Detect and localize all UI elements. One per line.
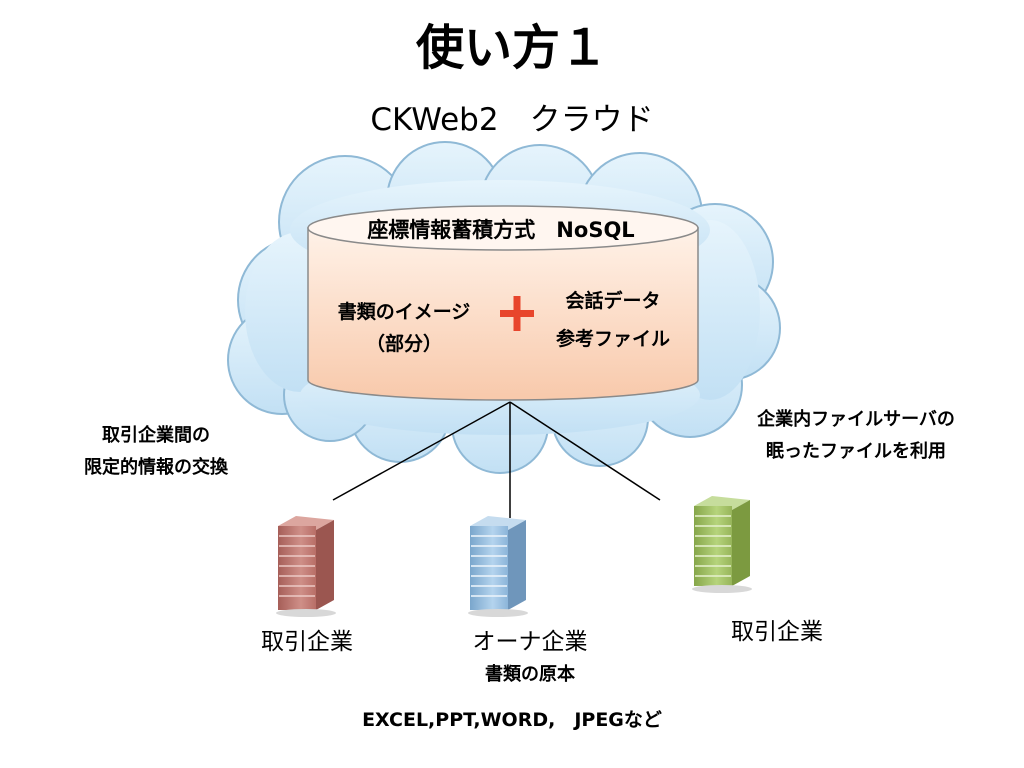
company-left-label: 取引企業 <box>261 629 353 655</box>
line-to-left-company <box>332 401 511 501</box>
connection-lines <box>332 401 661 518</box>
page-subtitle: CKWeb2 クラウド <box>370 102 654 138</box>
plus-icon <box>500 296 534 331</box>
database-left-line: （部分） <box>365 333 442 355</box>
building-left-icon <box>276 516 336 617</box>
database-left-line: 書類のイメージ <box>337 301 471 323</box>
company-owner-note: 書類の原本 <box>485 664 575 685</box>
company-right-label: 取引企業 <box>731 619 823 645</box>
database-right-line: 参考ファイル <box>555 328 670 350</box>
note-left-line: 取引企業間の <box>102 425 210 446</box>
building-right-icon <box>692 496 752 593</box>
file-formats: EXCEL,PPT,WORD, JPEGなど <box>362 709 662 731</box>
note-left-line: 限定的情報の交換 <box>84 457 228 478</box>
page-title: 使い方１ <box>415 20 608 76</box>
database-title: 座標情報蓄積方式 NoSQL <box>367 218 635 242</box>
database-right-line: 会話データ <box>565 290 661 312</box>
database-left-content: 書類のイメージ （部分） <box>308 296 500 360</box>
note-left: 取引企業間の 限定的情報の交換 <box>36 420 276 484</box>
note-right-line: 眠ったファイルを利用 <box>766 441 946 462</box>
database-right-content: 会話データ 参考ファイル <box>530 282 696 358</box>
note-right-line: 企業内ファイルサーバの <box>757 409 955 430</box>
note-right: 企業内ファイルサーバの 眠ったファイルを利用 <box>706 404 1006 468</box>
line-to-right-company <box>509 401 661 501</box>
company-owner-label: オーナ企業 <box>472 629 588 655</box>
building-owner-icon <box>468 516 528 617</box>
